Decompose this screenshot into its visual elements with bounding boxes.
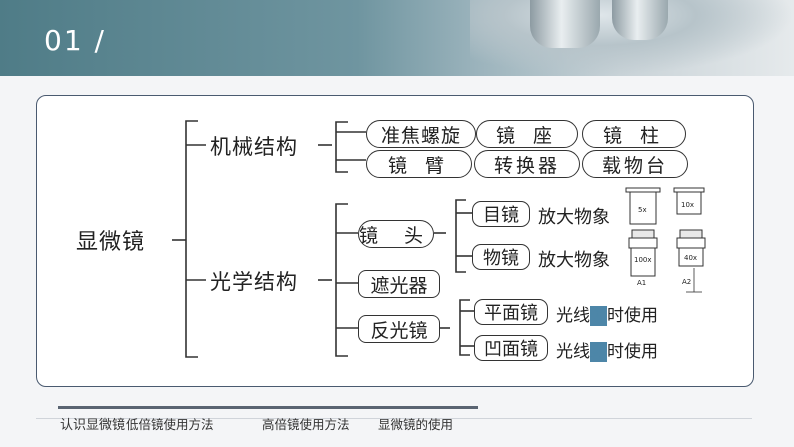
- objective-function: 放大物象: [538, 246, 610, 272]
- eyepiece-10x-label: 10x: [681, 201, 694, 209]
- part-lens: 镜 头: [358, 220, 434, 248]
- root-label: 显微镜: [76, 224, 145, 256]
- objective-100x-top: [632, 230, 654, 238]
- footer-active-bar: [58, 406, 478, 409]
- part-base: 镜 座: [476, 120, 578, 148]
- part-arm: 镜 臂: [366, 150, 472, 178]
- part-diaphragm: 遮光器: [358, 270, 440, 298]
- flat-usage-suffix: 时使用: [607, 306, 658, 326]
- optical-structure-label: 光学结构: [210, 266, 298, 296]
- a2-label: A2: [682, 278, 691, 286]
- concave-usage-prefix: 光线: [556, 342, 590, 362]
- part-objective: 物镜: [472, 244, 530, 270]
- part-concave-mirror: 凹面镜: [474, 335, 548, 361]
- eyepiece-5x-cap: [626, 188, 660, 192]
- objective-40x-top: [680, 230, 702, 238]
- objective-100x-label: 100x: [634, 256, 652, 264]
- part-reflector: 反光镜: [358, 315, 440, 343]
- objective-40x-label: 40x: [684, 254, 697, 262]
- a1-label: A1: [637, 279, 646, 287]
- part-nosepiece: 转换器: [474, 150, 580, 178]
- flat-usage-prefix: 光线: [556, 306, 590, 326]
- concave-mirror-usage: 光线弱时使用: [556, 337, 658, 362]
- concave-usage-blank: 弱: [590, 342, 607, 362]
- footer-tab-current[interactable]: 认识显微镜: [60, 414, 125, 433]
- part-pillar: 镜 柱: [582, 120, 686, 148]
- part-eyepiece: 目镜: [472, 201, 530, 227]
- eyepiece-10x-cap: [674, 188, 704, 192]
- objective-40x-ring: [677, 238, 705, 248]
- lens-figures: 5x 10x 100x 40x A1 A2: [620, 186, 720, 296]
- part-fine-focus-knob: 准焦螺旋: [366, 120, 476, 148]
- footer-tab-low-power[interactable]: 低倍镜使用方法: [126, 414, 214, 433]
- objective-100x-ring: [629, 238, 657, 248]
- part-flat-mirror: 平面镜: [474, 299, 548, 325]
- eyepiece-5x-label: 5x: [638, 206, 647, 214]
- footer-tab-high-power[interactable]: 高倍镜使用方法: [262, 414, 350, 433]
- footer-tab-usage[interactable]: 显微镜的使用: [378, 414, 453, 433]
- flat-usage-blank: 强: [590, 306, 607, 326]
- part-stage: 载物台: [582, 150, 688, 178]
- mechanical-structure-label: 机械结构: [210, 131, 298, 161]
- concave-usage-suffix: 时使用: [607, 342, 658, 362]
- flat-mirror-usage: 光线强时使用: [556, 301, 658, 326]
- eyepiece-function: 放大物象: [538, 203, 610, 229]
